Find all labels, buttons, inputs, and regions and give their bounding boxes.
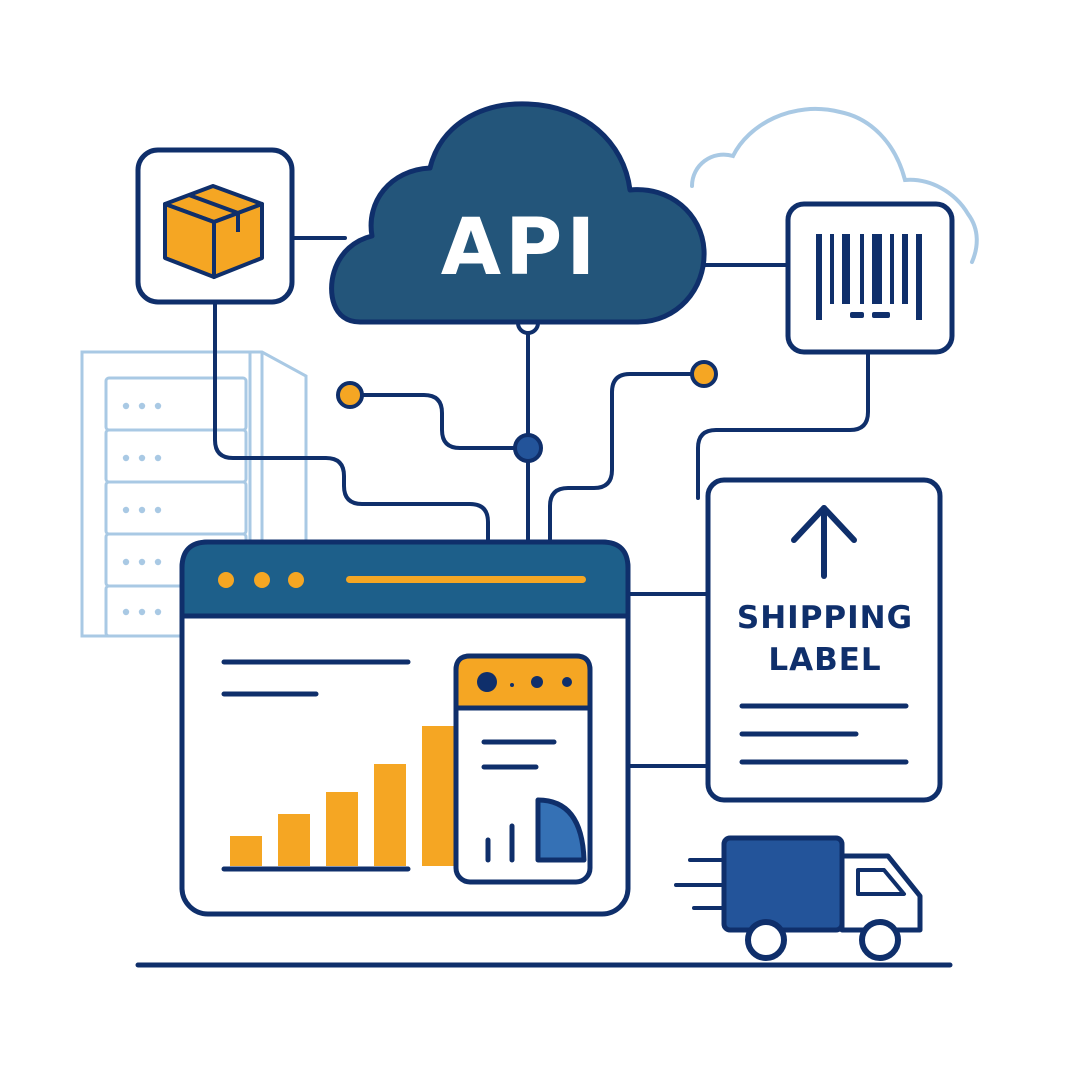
cloud-icon: API bbox=[329, 101, 707, 325]
dashboard-text-lines bbox=[221, 659, 411, 697]
background-cloud-icon bbox=[690, 106, 979, 264]
panel-dot-large bbox=[477, 672, 497, 692]
bar-chart-bar bbox=[422, 726, 454, 866]
bar-chart-bar bbox=[374, 764, 406, 866]
bar-chart bbox=[230, 726, 454, 866]
mobile-panel-text-lines bbox=[481, 739, 557, 770]
dashboard-window bbox=[179, 539, 631, 917]
connector-left-branch bbox=[358, 393, 530, 450]
connector-package-dashboard bbox=[213, 300, 490, 544]
api-label: API bbox=[441, 203, 600, 293]
shipping-label-text-lines bbox=[739, 703, 909, 765]
mobile-panel bbox=[453, 653, 593, 885]
node-left-orange bbox=[336, 381, 364, 409]
panel-dot-small-1 bbox=[510, 683, 514, 687]
mobile-panel-mini-bars bbox=[485, 823, 515, 863]
package-icon bbox=[163, 184, 264, 279]
connector-lines bbox=[213, 236, 870, 768]
shipping-label-title-line1: SHIPPING bbox=[737, 600, 913, 636]
truck-wheel-rear bbox=[745, 919, 787, 961]
mobile-panel-header bbox=[453, 653, 593, 711]
window-dot-2 bbox=[254, 572, 270, 588]
pie-chart-icon bbox=[535, 797, 587, 863]
shipping-label-card: SHIPPING LABEL bbox=[705, 477, 943, 803]
truck-icon bbox=[674, 835, 923, 961]
truck-cargo bbox=[721, 835, 845, 933]
truck-window bbox=[856, 868, 906, 896]
connector-right-branch bbox=[548, 372, 694, 544]
truck-wheel-front bbox=[859, 919, 901, 961]
address-bar bbox=[346, 576, 586, 583]
node-hub bbox=[513, 433, 543, 463]
window-dot-3 bbox=[288, 572, 304, 588]
bar-chart-bar bbox=[326, 792, 358, 866]
upload-arrow-icon bbox=[791, 505, 857, 579]
node-right-orange bbox=[690, 360, 718, 388]
panel-dot-small-2 bbox=[562, 677, 572, 687]
barcode-icon bbox=[816, 234, 922, 320]
bar-chart-bar bbox=[230, 836, 262, 866]
window-dot-1 bbox=[218, 572, 234, 588]
shipping-label-title-line2: LABEL bbox=[768, 642, 881, 678]
window-controls bbox=[218, 572, 304, 588]
package-box bbox=[135, 147, 295, 305]
panel-dot-medium bbox=[531, 676, 543, 688]
connector-barcode-label bbox=[696, 350, 870, 500]
speed-lines bbox=[674, 858, 732, 910]
barcode-box bbox=[785, 201, 955, 355]
bar-chart-bar bbox=[278, 814, 310, 866]
